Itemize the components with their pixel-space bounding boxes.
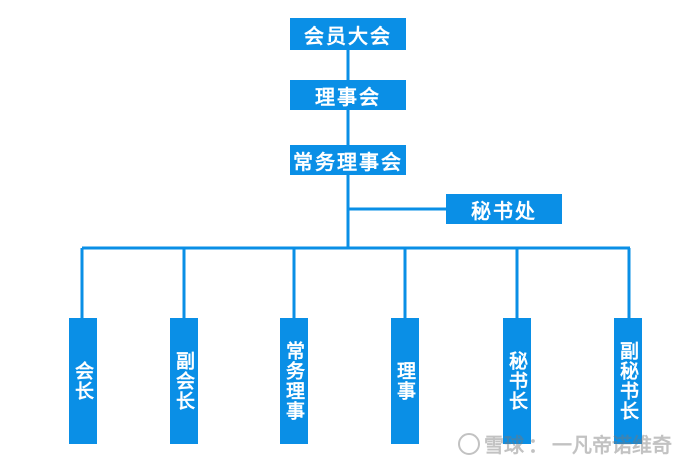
node-standing-council: 常务理事会 <box>290 145 406 175</box>
node-secretariat: 秘书处 <box>446 194 562 224</box>
node-vice-president: 副会长 <box>170 318 198 444</box>
node-council: 理事会 <box>290 80 406 110</box>
node-members-assembly: 会员大会 <box>290 18 406 50</box>
node-president: 会长 <box>69 318 97 444</box>
node-secretary-general: 秘书长 <box>503 318 531 444</box>
node-director: 理事 <box>391 318 419 444</box>
watermark-brand: 雪球 <box>484 433 524 457</box>
watermark-separator: ： <box>528 433 548 457</box>
snowball-logo-icon <box>458 432 480 455</box>
watermark: 雪球 ： 一凡帝诺维奇 <box>458 429 672 458</box>
watermark-author: 一凡帝诺维奇 <box>552 433 672 457</box>
node-standing-director: 常务理事 <box>280 318 308 444</box>
node-deputy-secretary-general: 副秘书长 <box>614 318 642 444</box>
